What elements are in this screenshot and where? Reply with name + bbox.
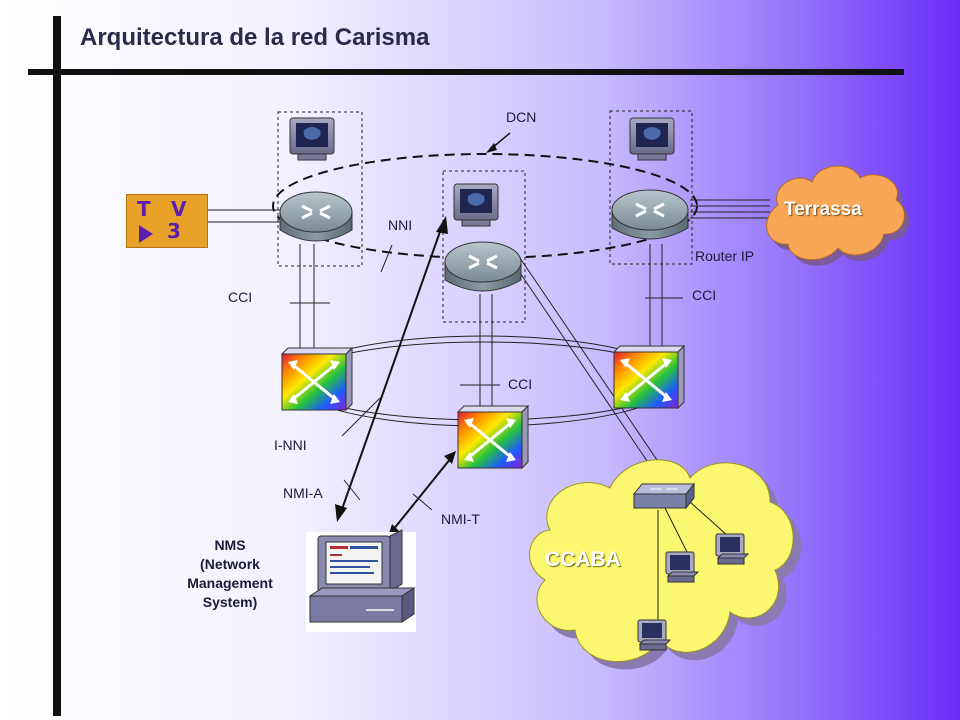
label-nmi-a: NMI-A [283,485,323,501]
cci-link-left [290,244,330,350]
nmi-a-tick [343,479,361,501]
node-box-left [277,111,363,267]
node-box-center [442,170,526,323]
optical-switch-icon-center [456,404,530,470]
cloud-label-terrassa: Terrassa [784,199,862,220]
nms-caption-line-3: Management [187,575,273,591]
ccaba-internal-links [657,501,729,630]
slide-vertical-bar [53,16,61,716]
i-nni-pointer [341,397,381,437]
label-dcn: DCN [506,109,537,125]
router-icon-left [279,191,353,242]
label-cci-center: CCI [508,376,533,392]
router-icon-center [444,241,522,292]
tv3-link [206,209,280,223]
optical-switch-icon-left [280,346,354,412]
tv3-letter-v: V [171,197,187,221]
nni-tick [380,244,393,273]
terrassa-cloud [766,165,910,266]
nms-caption: NMS (Network Management System) [160,536,300,612]
workstation-icon-ccaba-1 [665,551,700,583]
label-nmi-t: NMI-T [441,511,480,527]
label-cci-right: CCI [692,287,717,303]
cci-link-right [645,244,683,350]
monitor-icon-center [453,183,499,227]
tv3-letter-3: 3 [167,219,181,243]
nms-workstation-icon [306,529,416,632]
tv3-letter-t: T [137,197,151,221]
optical-switch-icon-right [612,344,686,410]
label-cci-left: CCI [228,289,253,305]
label-i-nni: I-NNI [274,437,307,453]
cloud-label-ccaba: CCABA [545,548,621,571]
ccaba-link [509,257,677,493]
dcn-pointer-arrow [486,132,511,153]
node-box-right [609,110,693,265]
tv3-logo: T V 3 [126,194,208,248]
terrassa-link [690,199,770,219]
switch-hub-icon [632,482,696,510]
tv3-play-icon [139,225,153,243]
slide-horizontal-bar [28,69,904,75]
workstation-icon-ccaba-2 [715,533,750,565]
nms-caption-line-1: NMS [214,537,246,553]
slide-title: Arquitectura de la red Carisma [80,24,430,51]
router-icon-right [611,189,689,240]
cci-link-center [460,294,500,410]
nms-caption-line-4: System) [202,594,258,610]
nms-caption-line-2: (Network [200,556,260,572]
nmi-t-tick [412,493,433,511]
nmi-a-arrow [335,216,448,522]
monitor-icon-left [289,117,335,161]
monitor-icon-right [629,117,675,161]
label-router-ip: Router IP [695,248,755,264]
workstation-icon-ccaba-3 [637,619,672,651]
label-nni: NNI [388,217,413,233]
